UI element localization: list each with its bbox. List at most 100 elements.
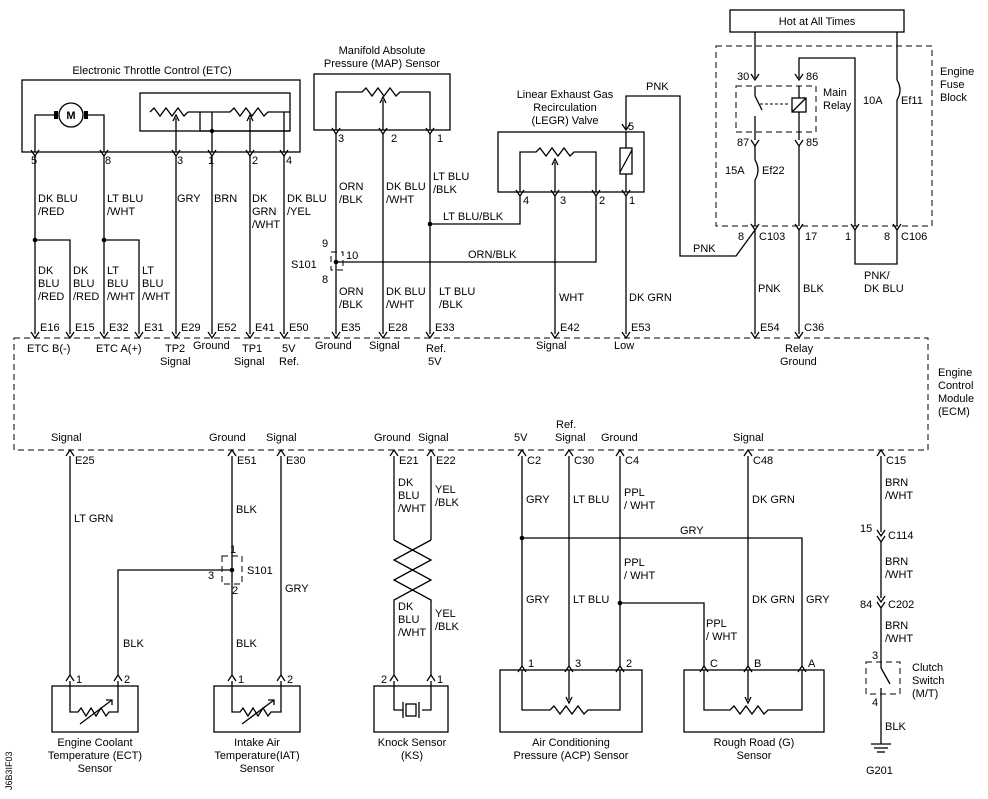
iat-title-1: Intake Air [234,737,280,749]
label-5v-c2: 5V [514,432,528,444]
wire-etc8-l1: LT BLU [107,193,143,205]
wire-ppl-c4b-l1: PPL [624,557,645,569]
pin-c114-15: 15 [860,523,872,535]
wire-ks2b-l2: /BLK [435,621,460,633]
wire-blk-clutch: BLK [885,721,906,733]
pin-s101-9: 9 [322,238,328,250]
wire-ks1b-l1: DK [398,601,414,613]
label-signal-e22: Signal [418,432,449,444]
wire-ppl-c4c-l1: PPL [706,618,727,630]
pin-acp-2: 2 [626,658,632,670]
etc-title: Electronic Throttle Control (ETC) [72,65,231,77]
wire-map2b-l2: /WHT [386,299,414,311]
ecm: Engine Control Module (ECM) E16 E15 E32 … [13,322,974,467]
label-ground-e51: Ground [209,432,246,444]
iat-title-3: Sensor [240,763,275,775]
wire-dkgrn-c48: DK GRN [752,494,795,506]
wire-brnwht3-l1: BRN [885,620,908,632]
wire-e31-l1: LT [142,265,154,277]
label-tp1-2: Signal [234,356,265,368]
pin-rr-b: B [754,658,761,670]
etc-box [21,79,301,153]
ks-title-2: (KS) [401,750,423,762]
connector-c106: C106 [901,231,927,243]
wire-map2-l1: DK BLU [386,181,426,193]
pin-legr-4: 4 [523,195,529,207]
label-tp2-1: TP2 [165,343,185,355]
term-e16: E16 [40,322,60,334]
fuse-block-title-3: Block [940,92,967,104]
wire-pnk-mid: PNK [693,243,716,255]
pin-etc-2: 2 [252,155,258,167]
pin-map-3: 3 [338,133,344,145]
term-e25: E25 [75,455,95,467]
wire-ks2-l1: YEL [435,484,456,496]
label-signal-e42: Signal [536,340,567,352]
wire-brnwht2-l2: /WHT [885,569,913,581]
pin-clutch-4: 4 [872,697,878,709]
pin-s101-8: 8 [322,274,328,286]
label-5v-e50-1: 5V [282,343,296,355]
pin-etc-3: 3 [177,155,183,167]
wire-pnk-e54: PNK [758,283,781,295]
legr-valve: Linear Exhaust Gas Recirculation (LEGR) … [497,89,645,193]
term-e28: E28 [388,322,408,334]
fuse-ef22-label: Ef22 [762,165,785,177]
wire-map3b-l2: /BLK [339,299,364,311]
main-relay-label-1: Main [823,87,847,99]
pin-clutch-3: 3 [872,650,878,662]
fuse-block-outline [715,45,933,227]
wire-gry-c2: GRY [526,494,550,506]
wire-etc2-l2: GRN [252,206,277,218]
label-etc-a: ETC A(+) [96,343,142,355]
main-relay-label-2: Relay [823,100,852,112]
top-pin-labels: 5 8 3 1 2 4 3 2 1 5 4 3 2 1 8 C103 17 1 … [31,121,927,243]
rr-title-1: Rough Road (G) [714,737,795,749]
label-tp1-1: TP1 [242,343,262,355]
term-c2: C2 [527,455,541,467]
wire-ks2-l2: /BLK [435,497,460,509]
label-ref-c30-2: Signal [555,432,586,444]
wire-map3-l1: ORN [339,181,364,193]
wire-blk-c36: BLK [803,283,824,295]
label-ref-c30-1: Ref. [556,419,576,431]
pin-relay-85: 85 [806,137,818,149]
label-ref-e33-2: 5V [428,356,442,368]
label-low-e53: Low [614,340,634,352]
wire-map3b-l1: ORN [339,286,364,298]
acp-title-1: Air Conditioning [532,737,610,749]
label-signal-e25: Signal [51,432,82,444]
rough-road-sensor: C B A Rough Road (G) Sensor [683,658,825,762]
wire-pnk-dkblu-l1: PNK/ [864,270,891,282]
pin-c106-8: 8 [884,231,890,243]
ecm-title-1: Engine [938,367,972,379]
wire-e16-l2: BLU [38,278,59,290]
wire-ltblu-c30b: LT BLU [573,594,609,606]
acp-sensor: 1 3 2 Air Conditioning Pressure (ACP) Se… [499,658,643,762]
label-signal-c48: Signal [733,432,764,444]
pin-rr-c: C [710,658,718,670]
label-ground-c4: Ground [601,432,638,444]
pin-etc-1: 1 [208,155,214,167]
term-e53: E53 [631,322,651,334]
legr-title-2: Recirculation [533,102,597,114]
ks-title-1: Knock Sensor [378,737,447,749]
label-tp2-2: Signal [160,356,191,368]
label-ground-e52: Ground [193,340,230,352]
hot-label: Hot at All Times [779,16,856,28]
pin-etc-4: 4 [286,155,292,167]
term-c36: C36 [804,322,824,334]
wire-ppl-c4b-l2: / WHT [624,570,655,582]
label-ground-e21: Ground [374,432,411,444]
clutch-switch-label-2: Switch [912,675,944,687]
term-e15: E15 [75,322,95,334]
wire-orn-blk: ORN/BLK [468,249,517,261]
wire-etc5-l1: DK BLU [38,193,78,205]
wire-map2b-l1: DK BLU [386,286,426,298]
wire-dkgrn-c48b: DK GRN [752,594,795,606]
wire-ppl-c4-l2: / WHT [624,500,655,512]
acp-title-2: Pressure (ACP) Sensor [514,750,629,762]
wire-ks2b-l1: YEL [435,608,456,620]
wire-brnwht1-l2: /WHT [885,490,913,502]
label-relay-ground-2: Ground [780,356,817,368]
